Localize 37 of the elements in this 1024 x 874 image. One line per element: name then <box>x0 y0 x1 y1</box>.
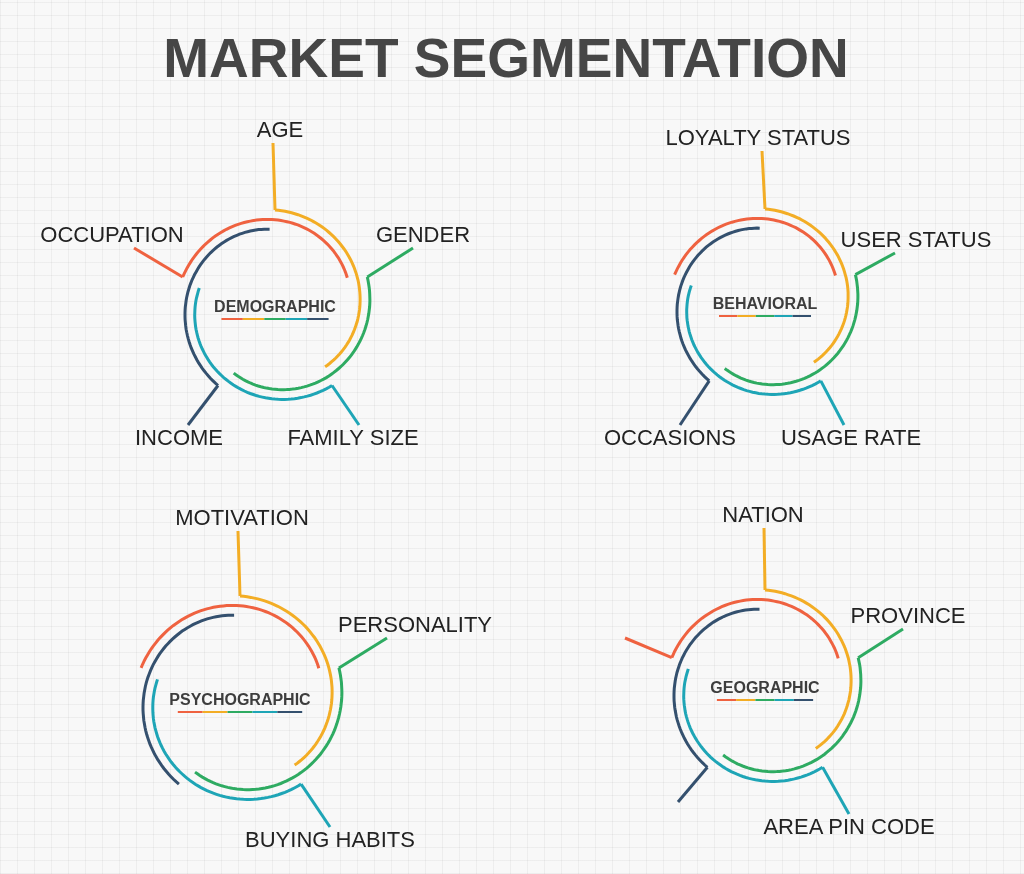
connector-line <box>236 530 242 597</box>
category-label: AREA PIN CODE <box>763 814 935 840</box>
connector-line <box>186 384 220 426</box>
segment-title: DEMOGRAPHIC <box>214 298 336 316</box>
connector-line <box>821 766 851 815</box>
connector-line <box>133 246 184 279</box>
title: MARKET SEGMENTATION <box>163 31 849 86</box>
category-label: PROVINCE <box>850 603 966 629</box>
connector-line <box>762 527 767 591</box>
segment-title: PSYCHOGRAPHIC <box>169 691 311 709</box>
category-label: NATION <box>722 502 804 528</box>
category-label: LOYALTY STATUS <box>665 125 851 151</box>
connector-line <box>678 380 711 426</box>
connector-line <box>857 627 904 659</box>
connector-line <box>819 380 846 426</box>
category-label: INCOME <box>135 425 223 451</box>
category-label: MOTIVATION <box>175 505 309 531</box>
category-label: OCCASIONS <box>604 425 736 451</box>
category-label: BUYING HABITS <box>245 827 415 853</box>
connector-line <box>366 246 414 279</box>
connector-line <box>271 142 277 211</box>
category-label: PERSONALITY <box>338 612 492 638</box>
connector-line <box>330 384 361 426</box>
connector-line <box>299 783 332 828</box>
category-label: OCCUPATION <box>40 222 184 248</box>
connector-line <box>624 636 673 660</box>
connector-line <box>676 766 709 803</box>
segment-title: BEHAVIORAL <box>712 295 818 313</box>
connector-line <box>854 251 896 276</box>
category-label: AGE <box>256 117 304 143</box>
category-label: USER STATUS <box>840 227 992 253</box>
segment-title: GEOGRAPHIC <box>710 679 820 697</box>
category-label: FAMILY SIZE <box>287 425 419 451</box>
connector-line <box>338 636 388 670</box>
category-label: GENDER <box>375 222 471 248</box>
connector-line <box>760 150 767 210</box>
category-label: USAGE RATE <box>780 425 922 451</box>
